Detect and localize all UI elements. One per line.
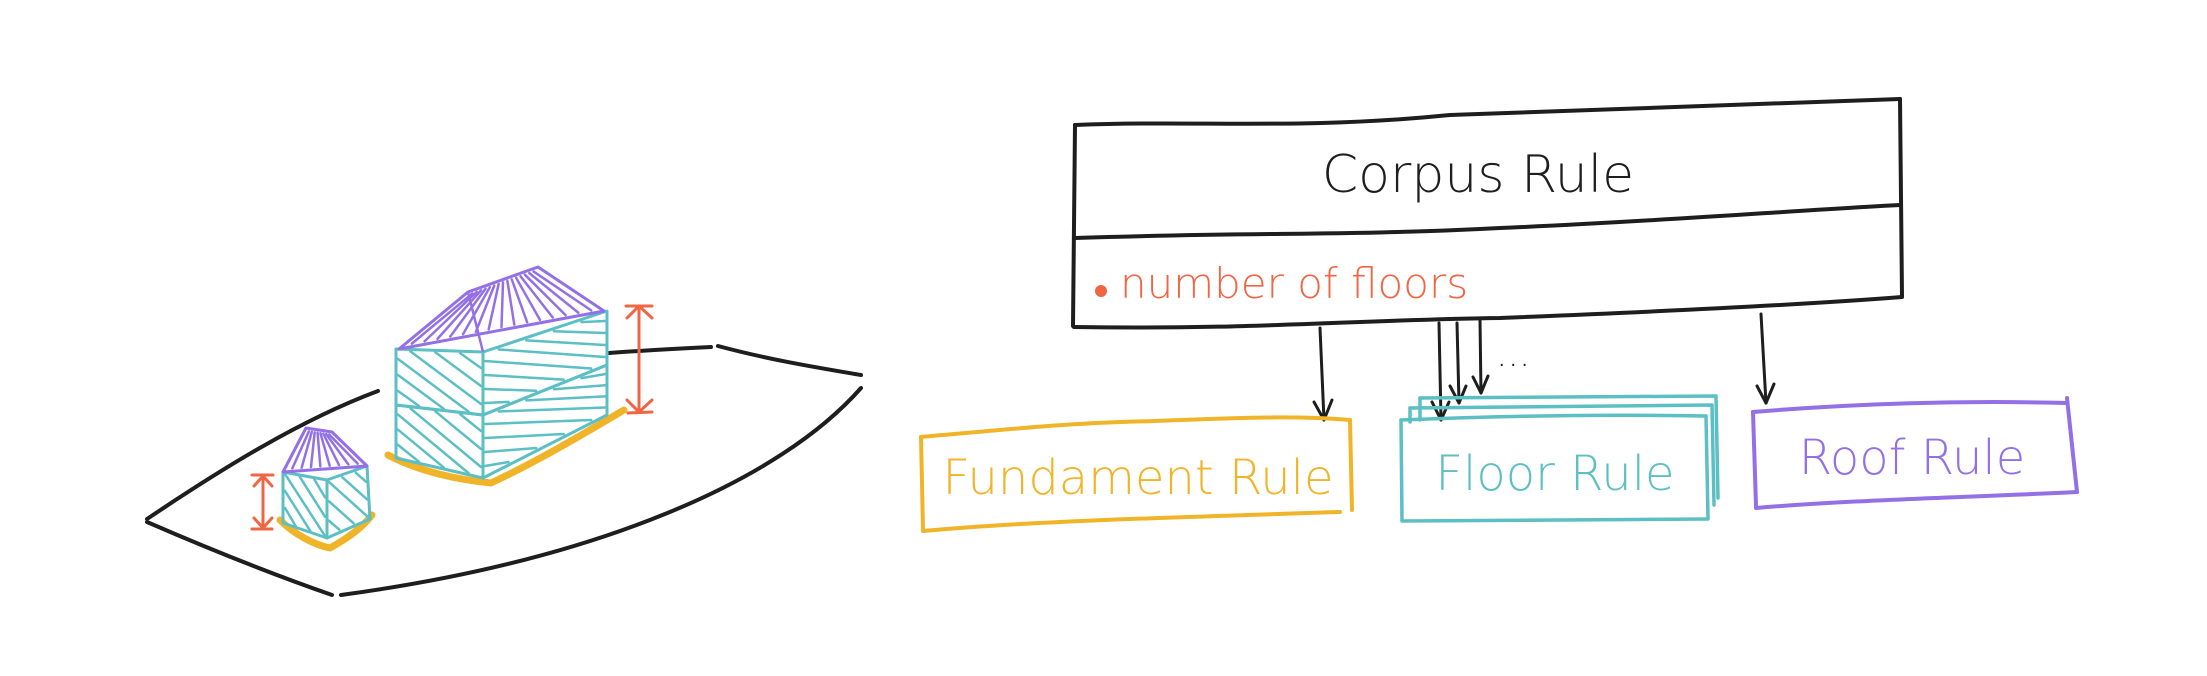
ground-plane: [145, 344, 863, 597]
corpus-attribute-number-of-floors: number of floors: [1120, 259, 1468, 308]
bullet-icon: [1095, 285, 1107, 297]
arrow-to-floor-2: [1448, 321, 1468, 405]
fundament-rule-box: Fundament Rule: [919, 415, 1354, 533]
arrow-to-floor-3: [1471, 318, 1490, 395]
large-building-roof: [397, 265, 606, 351]
corpus-rule-box: Corpus Rule number of floors: [1071, 97, 1904, 330]
building-illustration: [145, 265, 863, 597]
height-arrow-large: [624, 304, 654, 415]
floor-rule-label: Floor Rule: [1435, 446, 1674, 502]
small-building: [276, 426, 376, 552]
arrow-to-fundament: [1312, 326, 1334, 422]
small-building-fundament: [276, 511, 376, 552]
large-building-floor-2-front: [394, 347, 485, 417]
large-building: [384, 265, 628, 487]
large-building-floor-1-side: [481, 363, 609, 480]
small-building-roof: [281, 426, 369, 474]
arrow-to-roof: [1755, 312, 1776, 405]
height-arrow-small: [250, 473, 275, 531]
fundament-rule-label: Fundament Rule: [943, 450, 1334, 506]
roof-rule-label: Roof Rule: [1799, 430, 2026, 486]
roof-rule-box: Roof Rule: [1751, 396, 2079, 510]
small-building-floor-side: [325, 464, 372, 540]
corpus-rule-title: Corpus Rule: [1322, 145, 1634, 205]
floor-rule-box-stack: Floor Rule: [1399, 394, 1720, 523]
large-building-fundament: [384, 406, 628, 487]
more-floors-ellipsis: ...: [1496, 334, 1530, 375]
arrow-to-floor-1: [1430, 321, 1451, 422]
small-building-floor-front: [281, 470, 329, 540]
